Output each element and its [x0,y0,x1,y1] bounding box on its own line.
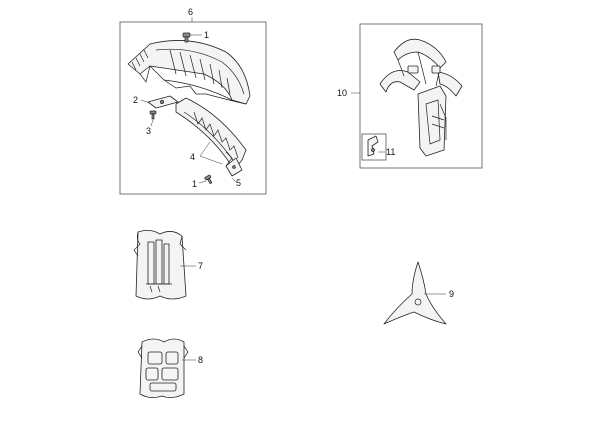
callout-2: 2 [133,95,138,105]
callout-11: 11 [386,147,395,157]
screw-part-1-bottom [204,174,213,185]
guard-assembly-group: 6 1 [119,7,267,195]
tool-kit [133,230,187,300]
callout-9: 9 [449,289,454,299]
callout-3: 3 [146,126,151,136]
callout-5: 5 [236,178,241,188]
leader-4b [199,155,223,165]
leader-5 [231,177,237,183]
harness-clip [367,135,379,157]
screw-part-3 [149,110,157,120]
guard-assembly-frame [119,21,267,195]
clip-inset-frame [361,133,387,161]
harness-group: 10 11 [337,23,483,169]
callout-4: 4 [190,152,195,162]
accessory-bag [137,338,189,398]
trimmer-guard [127,40,251,105]
callout-1-bottom: 1 [192,179,197,189]
callout-8: 8 [198,355,203,365]
callout-10: 10 [337,88,347,98]
screw-part-1-top [182,32,191,43]
leader-4a [199,141,211,157]
leader-3 [150,119,154,127]
mounting-bracket [147,95,179,109]
callout-6: 6 [188,7,193,17]
leader-1-bottom [198,180,207,184]
leader-2 [140,99,151,104]
harness-frame [359,23,483,169]
callout-1-top: 1 [204,30,209,40]
shoulder-harness [379,38,463,157]
blade-center-hole [414,298,422,306]
callout-7: 7 [198,261,203,271]
guard-extension [175,97,247,171]
line-cutter-blade [225,157,243,177]
three-tooth-blade [383,261,447,325]
